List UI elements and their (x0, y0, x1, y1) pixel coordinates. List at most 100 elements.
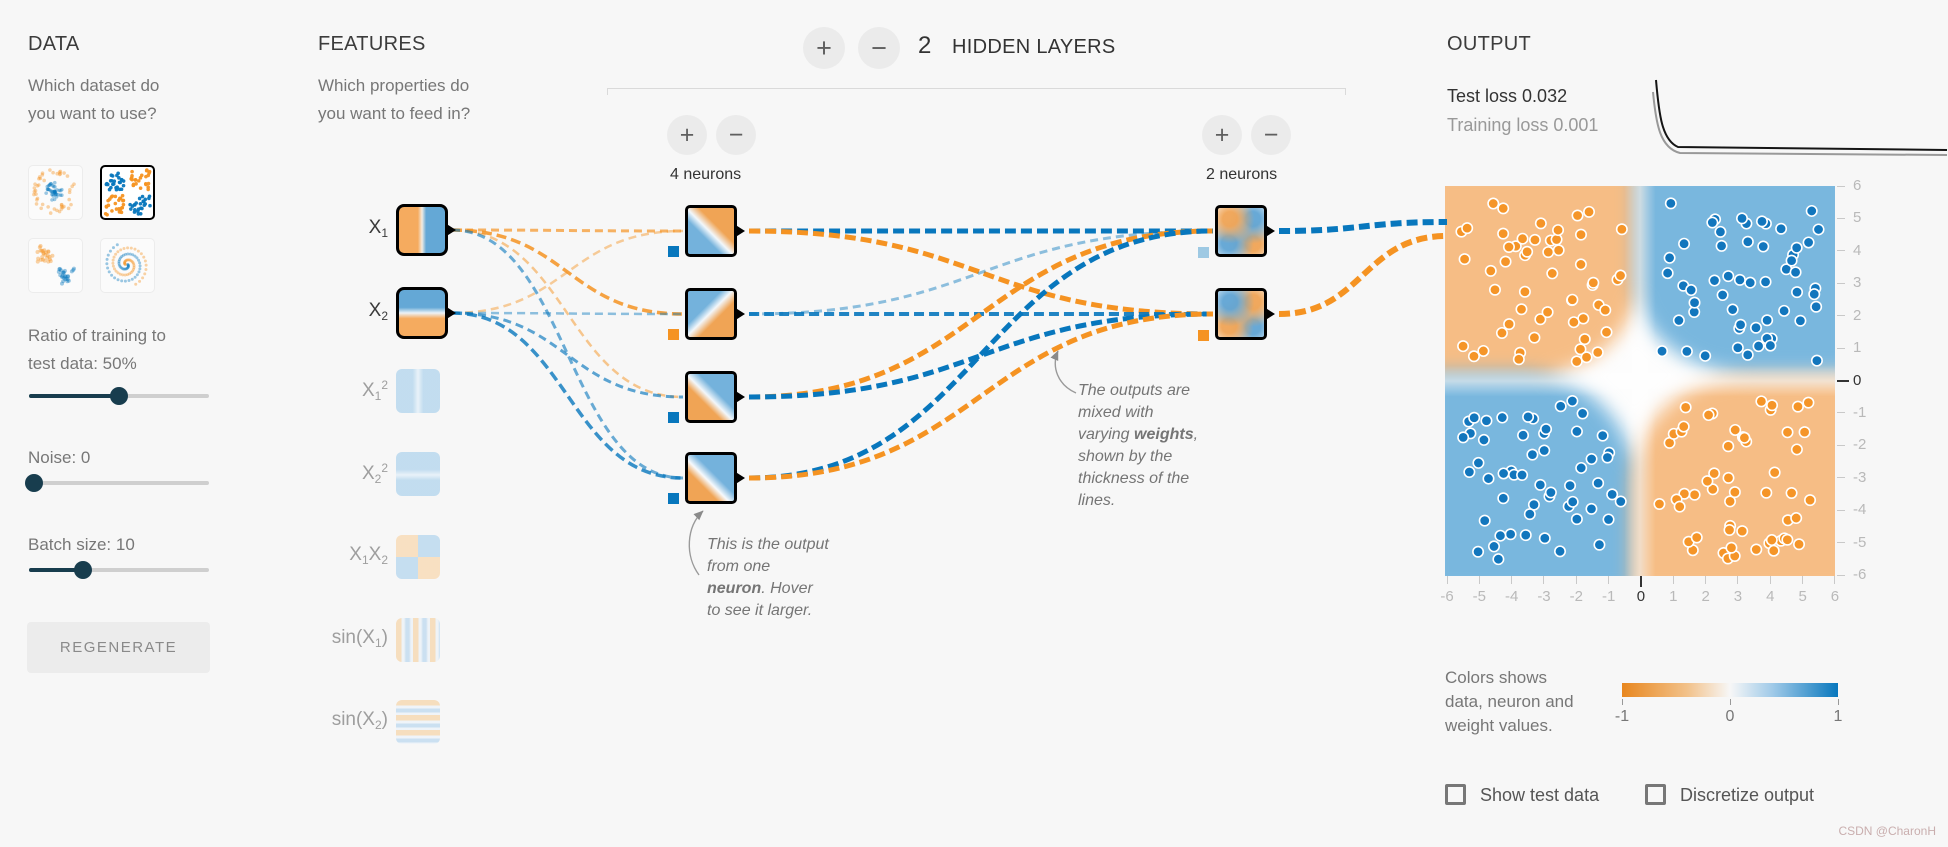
feature-label-x1sq: X12 (361, 378, 388, 403)
weight-line-h1n3-h2n1[interactable] (748, 228, 1214, 400)
test-loss-label: Test loss (1447, 86, 1518, 106)
x-tick-label: -5 (1472, 588, 1486, 605)
y-tick-label: -1 (1853, 403, 1867, 421)
colorbar-tick (1622, 699, 1623, 705)
x-tick-label: -3 (1537, 588, 1551, 605)
feature-x2sq[interactable] (396, 452, 440, 496)
noise-label: Noise: 0 (28, 448, 91, 467)
output-decision-plot[interactable] (1445, 186, 1835, 576)
dataset-thumb-xor[interactable] (100, 165, 155, 220)
x-tick-label: -4 (1504, 588, 1519, 605)
checkbox-discretize-output[interactable] (1645, 784, 1666, 805)
weight-line-h1n3-h2n2[interactable] (748, 311, 1214, 400)
noise-value: 0 (80, 448, 91, 467)
neuron-h1n2[interactable] (685, 288, 745, 340)
add-layer-button[interactable]: + (803, 27, 845, 69)
feature-x2[interactable] (396, 287, 456, 339)
checkbox-show-test-data[interactable] (1445, 784, 1466, 805)
feature-x1[interactable] (396, 204, 456, 256)
regenerate-button[interactable]: REGENERATE (27, 622, 210, 673)
feature-x1x2[interactable] (396, 535, 440, 579)
noise-slider[interactable] (25, 474, 209, 492)
x-tick (1672, 576, 1674, 584)
batch-slider-thumb[interactable] (74, 561, 92, 579)
dataset-thumb-circle[interactable] (28, 165, 83, 220)
weight-line-h1n4-h2n2[interactable] (748, 311, 1214, 481)
hidden-layers-label: HIDDEN LAYERS (952, 36, 1116, 58)
training-loss-value: 0.001 (1553, 115, 1599, 135)
bias-square-h2n1[interactable] (1198, 247, 1209, 258)
colorbar-tick-label: 0 (1725, 708, 1735, 725)
feature-x1sq[interactable] (396, 369, 440, 413)
ratio-value: 50% (102, 354, 137, 373)
y-tick (1837, 347, 1845, 349)
neuron-h2n1[interactable] (1215, 205, 1275, 257)
colorbar-tick-label: 1 (1833, 708, 1843, 725)
output-nub (734, 390, 745, 404)
weight-line-x1-h1n1[interactable] (451, 228, 684, 233)
bias-square-h1n3[interactable] (668, 412, 679, 423)
feature-label-x1: X1 (368, 217, 388, 240)
bias-square-h1n1[interactable] (668, 246, 679, 257)
remove-layer-button[interactable]: − (858, 27, 900, 69)
loss-curve-sparkline (1652, 79, 1948, 156)
bias-square-h1n2[interactable] (668, 329, 679, 340)
weight-line-x1-h1n2[interactable] (451, 228, 684, 316)
weight-line-h1n2-h2n1[interactable] (748, 229, 1214, 316)
x-tick (1737, 576, 1739, 584)
data-panel-question: Which dataset do you want to use? (28, 76, 160, 123)
x-tick-label: -1 (1601, 588, 1616, 605)
y-tick (1837, 315, 1845, 317)
colorbar-tick-label: -1 (1614, 708, 1630, 725)
checkbox-label: Show test data (1480, 785, 1600, 805)
weight-line-h1n4-h2n1[interactable] (748, 228, 1214, 481)
weight-line-x2-h1n4[interactable] (451, 311, 684, 480)
add-neuron-layer1-button[interactable]: + (667, 115, 707, 155)
remove-neuron-layer2-button[interactable]: − (1251, 115, 1291, 155)
neuron-h2n2[interactable] (1215, 288, 1275, 340)
neuron-h1n3[interactable] (685, 371, 745, 423)
weight-line-x2-h1n3[interactable] (451, 311, 684, 399)
dataset-thumb-gauss[interactable] (28, 238, 83, 293)
x-tick (1478, 576, 1480, 584)
weight-line-x1-h1n4[interactable] (451, 228, 684, 480)
y-tick (1837, 217, 1845, 219)
weight-line-h2n1-out1[interactable] (1278, 219, 1448, 234)
ratio-slider[interactable] (29, 387, 209, 405)
weight-line-h2n2-out2[interactable] (1278, 233, 1448, 317)
ratio-slider-thumb[interactable] (110, 387, 128, 405)
neuron-h1n1[interactable] (685, 205, 745, 257)
feature-label-x1x2: X1X2 (349, 544, 388, 567)
scatter-points (1455, 197, 1825, 566)
features-panel-question: Which properties do you want to feed in? (318, 76, 471, 123)
y-tick (1837, 282, 1845, 284)
colorbar-gradient (1622, 683, 1838, 697)
output-nub (1264, 307, 1275, 321)
weight-line-x2-h1n1[interactable] (451, 229, 684, 315)
feature-sinx2[interactable] (396, 700, 440, 744)
batch-label: Batch size: 10 (28, 535, 135, 554)
bias-square-h2n2[interactable] (1198, 330, 1209, 341)
noise-slider-thumb[interactable] (25, 474, 43, 492)
remove-neuron-layer1-button[interactable]: − (716, 115, 756, 155)
output-nub (1264, 224, 1275, 238)
x-tick (1446, 576, 1448, 584)
watermark: CSDN @CharonH (1838, 824, 1936, 838)
y-tick-label: 3 (1853, 274, 1862, 292)
y-tick (1837, 542, 1845, 544)
feature-sinx1[interactable] (396, 618, 440, 662)
layers-bracket (607, 88, 1346, 95)
batch-slider[interactable] (29, 561, 209, 579)
batch-slider-fill (29, 568, 83, 572)
weight-line-x1-h1n3[interactable] (451, 228, 684, 399)
training-loss: Training loss 0.001 (1447, 115, 1598, 136)
add-neuron-layer2-button[interactable]: + (1202, 115, 1242, 155)
neuron-h1n4[interactable] (685, 452, 745, 504)
weight-line-h1n1-h2n2[interactable] (748, 228, 1214, 317)
bias-square-h1n4[interactable] (668, 493, 679, 504)
dataset-thumb-spiral[interactable] (100, 238, 155, 293)
y-tick (1837, 185, 1845, 187)
batch-value: 10 (115, 535, 135, 554)
colorbar-caption: Colors shows data, neuron and weight val… (1445, 668, 1574, 735)
